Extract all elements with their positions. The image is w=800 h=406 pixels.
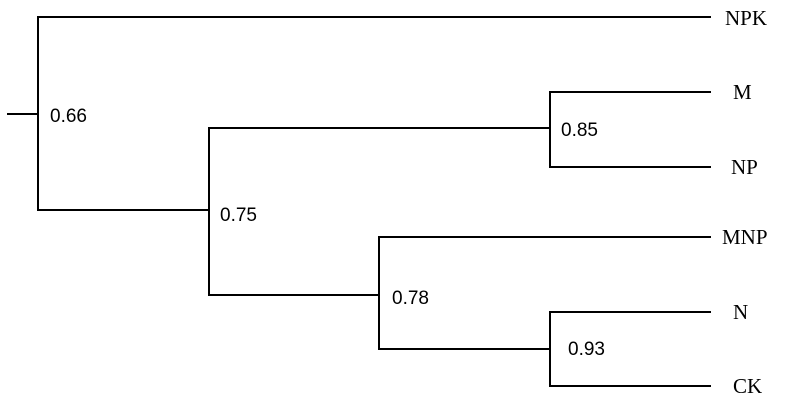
leaf-label-ck: CK	[733, 374, 762, 398]
leaf-label-npk: NPK	[725, 6, 767, 30]
leaf-label-np: NP	[731, 155, 758, 179]
leaf-label-mnp: MNP	[722, 225, 768, 249]
leaf-label-m: M	[733, 80, 752, 104]
node-value-0-78: 0.78	[392, 288, 429, 309]
node-value-0-93: 0.93	[568, 339, 605, 360]
node-value-0-85: 0.85	[561, 120, 598, 141]
leaf-label-n: N	[733, 300, 748, 324]
node-value-root: 0.66	[50, 106, 87, 127]
node-value-0-75: 0.75	[220, 205, 257, 226]
